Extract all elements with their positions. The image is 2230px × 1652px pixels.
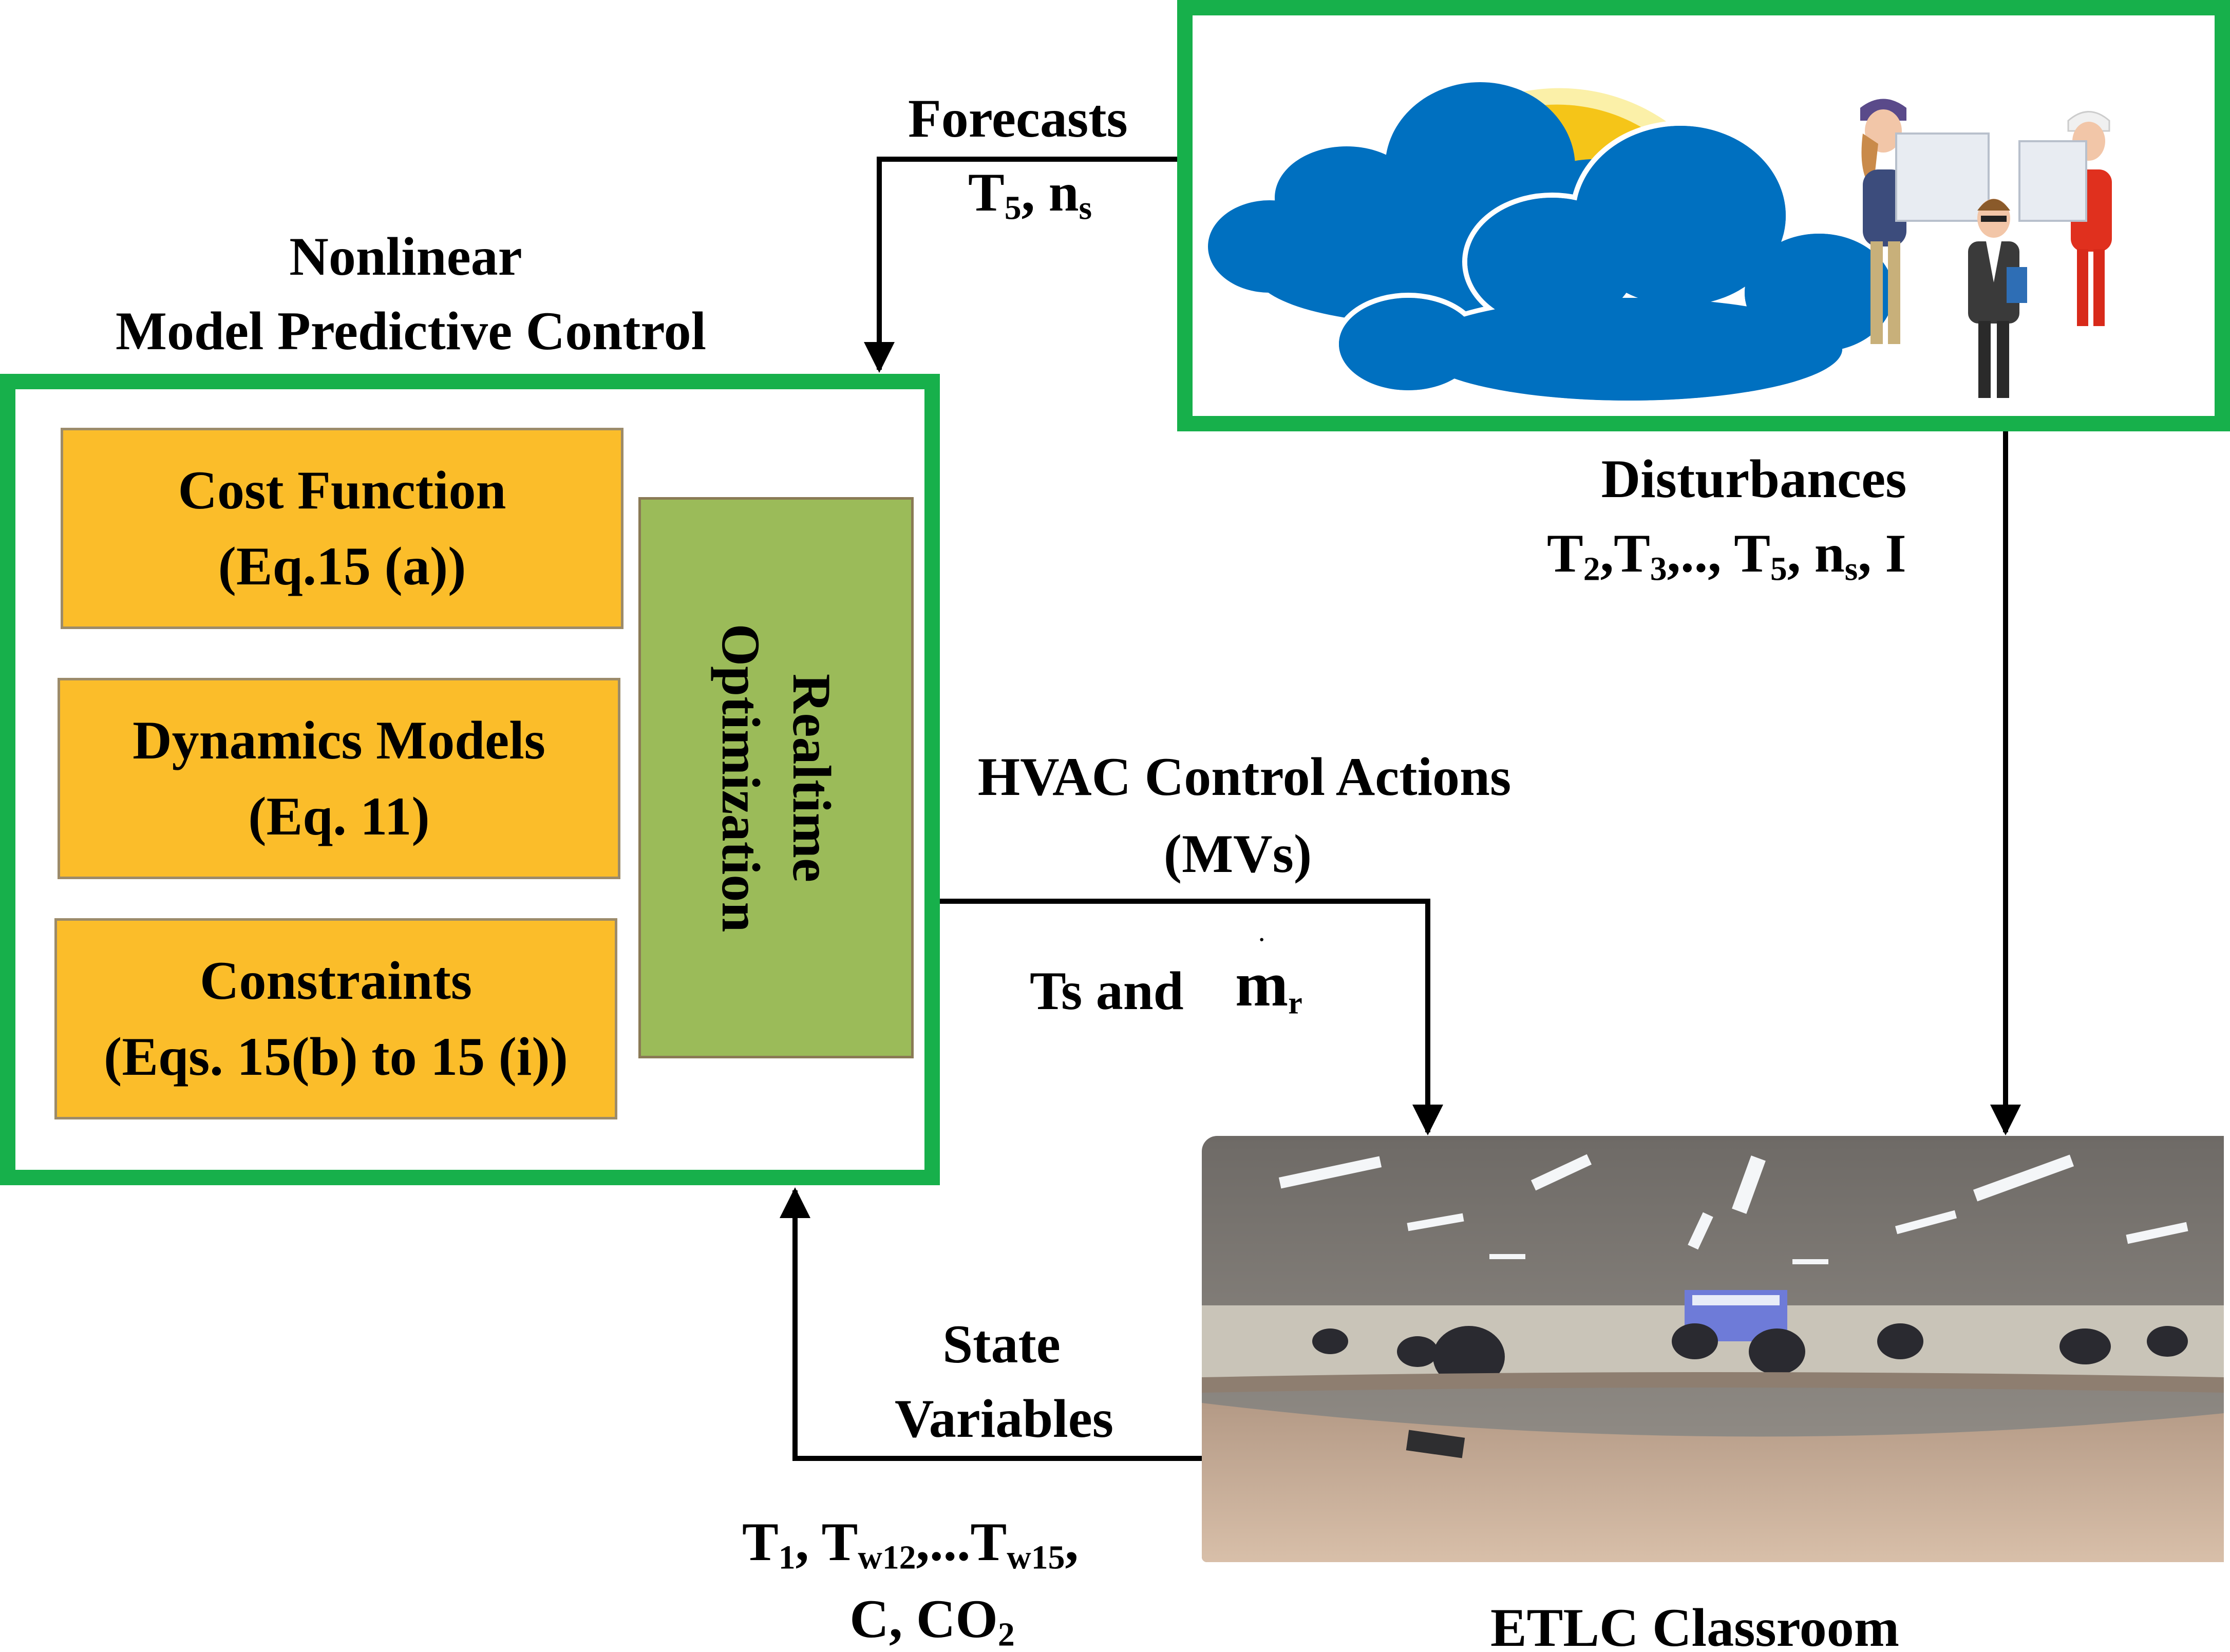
constraints-eq: (Eqs. 15(b) to 15 (i)) xyxy=(104,1027,568,1087)
hvac-ts-and: Ts and xyxy=(1030,961,1184,1021)
constraints-box: Constraints (Eqs. 15(b) to 15 (i)) xyxy=(54,918,617,1119)
state-variables-line2: C, CO2 xyxy=(849,1589,1015,1652)
cost-function-label: Cost Function xyxy=(178,460,506,520)
state-label-line1: State xyxy=(942,1314,1061,1374)
dynamics-models-box: Dynamics Models (Eq. 11) xyxy=(58,678,620,879)
control-actions-arrow xyxy=(940,899,1443,1135)
weather-and-people-illustration xyxy=(1208,82,2112,406)
disturbances-variables: T2,T3,.., T5, ns, I xyxy=(1547,523,1906,588)
state-variables-line1: T1, Tw12,...Tw15, xyxy=(742,1512,1079,1577)
constraints-label: Constraints xyxy=(199,950,473,1011)
state-label-line2: Variables xyxy=(894,1389,1114,1449)
engineer-woman-red-icon xyxy=(2018,111,2112,326)
cost-function-eq: (Eq.15 (a)) xyxy=(218,536,466,596)
forecasts-label: Forecasts xyxy=(908,88,1128,148)
classroom-photo xyxy=(1202,1136,2224,1562)
hvac-mass-flow: ·mr xyxy=(1235,928,1302,1021)
mpc-title-line2: Model Predictive Control xyxy=(115,301,707,361)
forecasts-arrow xyxy=(864,157,1177,373)
hvac-label-line1: HVAC Control Actions xyxy=(977,747,1511,807)
forecast-frame xyxy=(1177,0,2230,431)
disturbances-label: Disturbances xyxy=(1601,449,1907,509)
dynamics-models-eq: (Eq. 11) xyxy=(248,786,430,846)
dynamics-models-label: Dynamics Models xyxy=(133,710,545,770)
mpc-title-line1: Nonlinear xyxy=(289,226,522,287)
engineer-woman-icon xyxy=(1860,99,1990,344)
classroom-caption: ETLC Classroom xyxy=(1490,1598,1900,1652)
forecasts-variables: T5, ns xyxy=(968,162,1092,227)
engineer-man-icon xyxy=(1968,199,2027,398)
cost-function-box: Cost Function (Eq.15 (a)) xyxy=(61,428,623,629)
hvac-label-line2: (MVs) xyxy=(1163,824,1312,884)
realtime-optimization-box: Realtime Optimization xyxy=(638,497,914,1058)
state-variables-arrow xyxy=(780,1187,1202,1461)
